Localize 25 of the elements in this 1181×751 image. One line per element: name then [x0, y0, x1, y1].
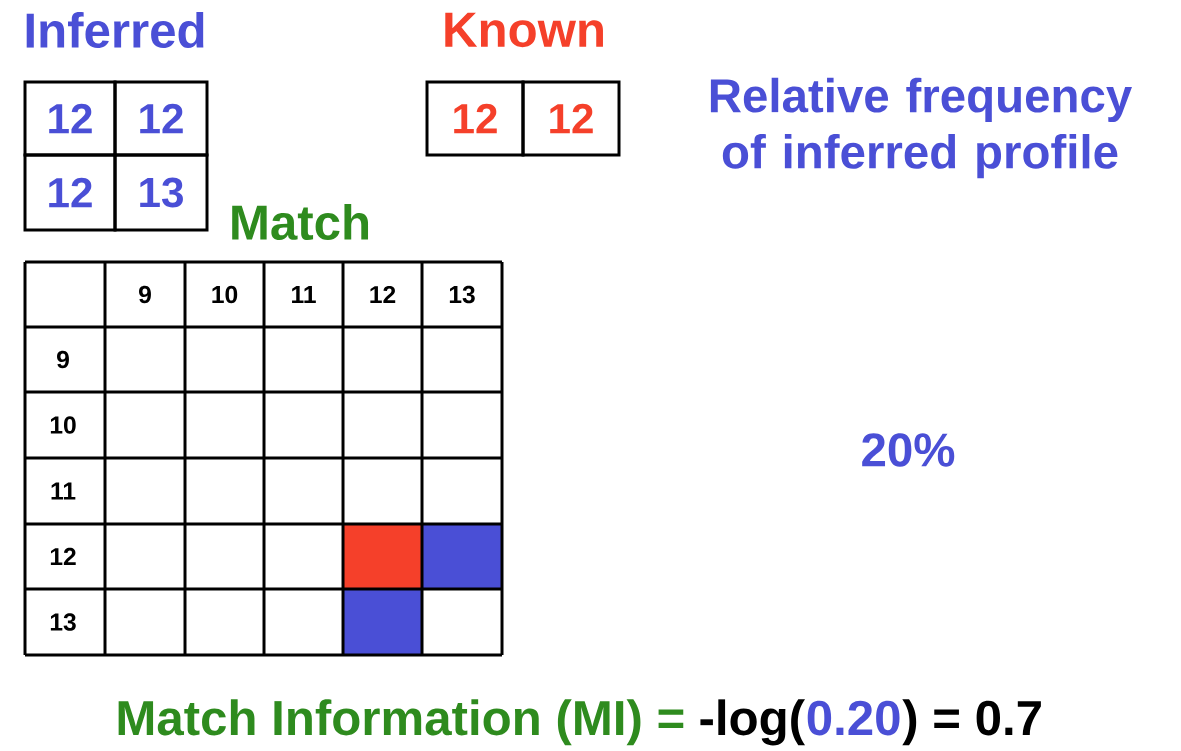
table-cell: 12: [23, 80, 117, 157]
heading: Inferred: [26, 11, 204, 49]
formula-text: ) = 0.7: [902, 699, 1041, 746]
table-cell: 12: [425, 80, 525, 157]
header-cell: 12: [50, 547, 76, 566]
header-cell: 12: [370, 285, 396, 304]
header-cell: 13: [449, 285, 475, 304]
formula-text: Match Information (MI) =: [118, 699, 684, 746]
heading: Match: [232, 203, 369, 241]
header-cell: 10: [212, 285, 238, 304]
formula-text: -log(: [700, 699, 806, 746]
header-cell: 11: [292, 286, 316, 303]
formula-text: 0.20: [807, 700, 900, 736]
table-cell: 12: [113, 80, 209, 157]
header-cell: 13: [50, 613, 76, 631]
table-cell: 12: [521, 80, 621, 157]
header-cell: 11: [51, 482, 76, 500]
header-cell: 9: [139, 285, 151, 304]
header-cell: 10: [50, 416, 76, 434]
header-cell: 9: [57, 350, 69, 369]
table-cell: 13: [113, 153, 209, 232]
table-cell: 12: [23, 153, 117, 232]
heading: Known: [445, 12, 603, 48]
heading: 20%: [862, 433, 955, 467]
heading: Relative frequency of inferred profile: [710, 77, 1132, 179]
